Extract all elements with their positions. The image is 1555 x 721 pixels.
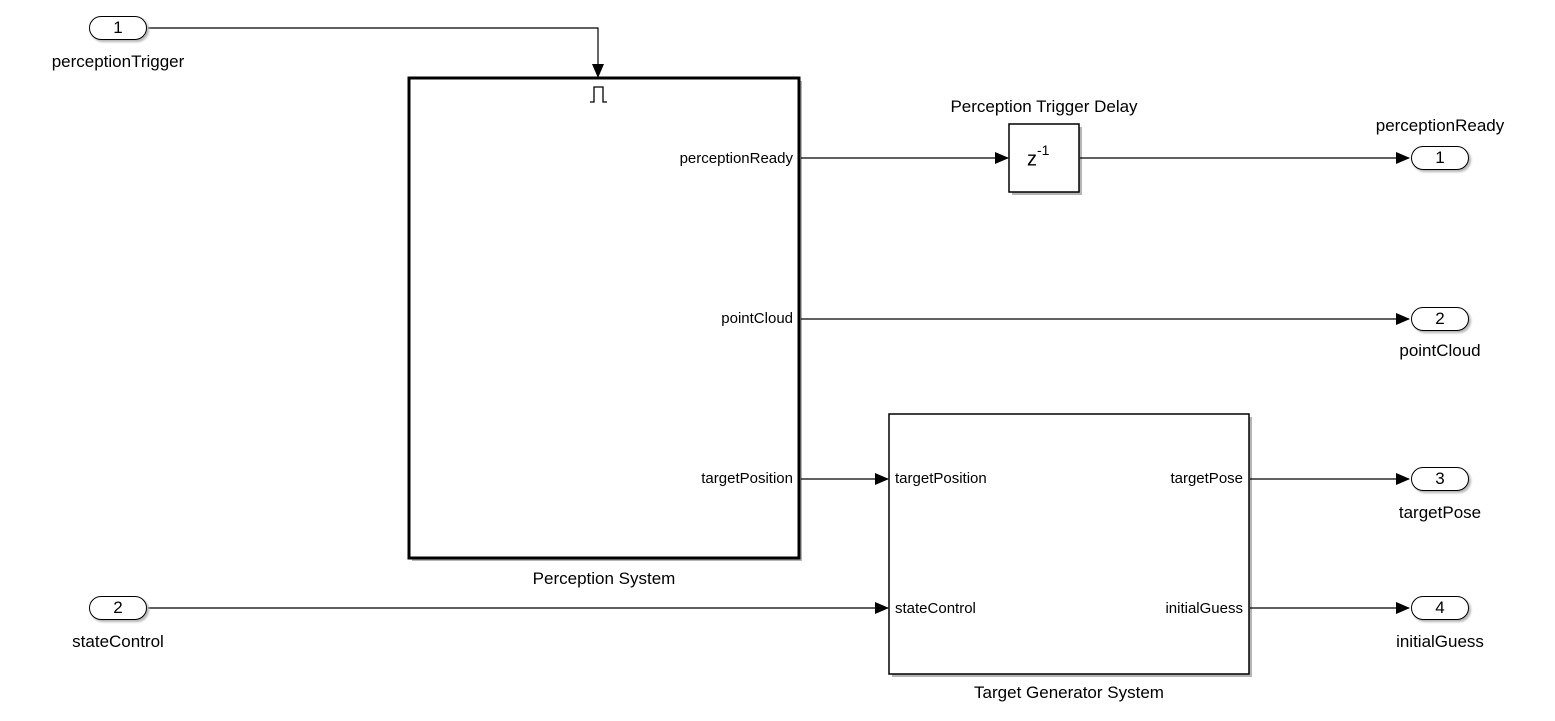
perception-port-target-position: targetPosition — [701, 470, 793, 487]
target-gen-port-target-position: targetPosition — [895, 470, 987, 487]
outport-4-number: 4 — [1435, 598, 1445, 617]
delay-symbol-base: z — [1027, 148, 1037, 171]
target-generator-block[interactable] — [888, 413, 1250, 675]
target-gen-port-initial-guess: initialGuess — [1165, 600, 1243, 617]
outport-1-number: 1 — [1435, 148, 1445, 167]
inport-2-number: 2 — [113, 598, 123, 617]
inport-2-label: stateControl — [72, 632, 164, 651]
delay-block-name: Perception Trigger Delay — [950, 97, 1138, 116]
outport-4[interactable]: 4 — [1411, 596, 1469, 620]
inport-1-number: 1 — [113, 18, 123, 37]
inport-1[interactable]: 1 — [89, 16, 147, 40]
outport-3[interactable]: 3 — [1411, 467, 1469, 491]
target-generator-name: Target Generator System — [974, 683, 1164, 702]
delay-symbol: z-1 — [1027, 143, 1049, 171]
outport-3-number: 3 — [1435, 469, 1445, 488]
perception-system-block[interactable] — [407, 76, 801, 560]
outport-4-label: initialGuess — [1396, 632, 1484, 651]
target-gen-port-state-control: stateControl — [895, 600, 976, 617]
signal-line-perception-trigger[interactable] — [148, 27, 604, 78]
delay-symbol-exponent: -1 — [1037, 142, 1050, 158]
outport-2-number: 2 — [1435, 309, 1445, 328]
outport-1-label: perceptionReady — [1375, 116, 1505, 135]
outport-3-label: targetPose — [1398, 503, 1482, 522]
perception-system-name: Perception System — [532, 569, 676, 588]
outport-2-label: pointCloud — [1399, 341, 1481, 360]
inport-1-label: perceptionTrigger — [51, 52, 185, 71]
perception-port-point-cloud: pointCloud — [721, 310, 793, 327]
target-gen-port-target-pose: targetPose — [1170, 470, 1243, 487]
perception-port-perception-ready: perceptionReady — [679, 150, 793, 167]
outport-2[interactable]: 2 — [1411, 307, 1469, 331]
delay-block[interactable] — [1008, 123, 1080, 193]
inport-2[interactable]: 2 — [89, 596, 147, 620]
trigger-icon — [590, 86, 607, 103]
outport-1[interactable]: 1 — [1411, 146, 1469, 170]
